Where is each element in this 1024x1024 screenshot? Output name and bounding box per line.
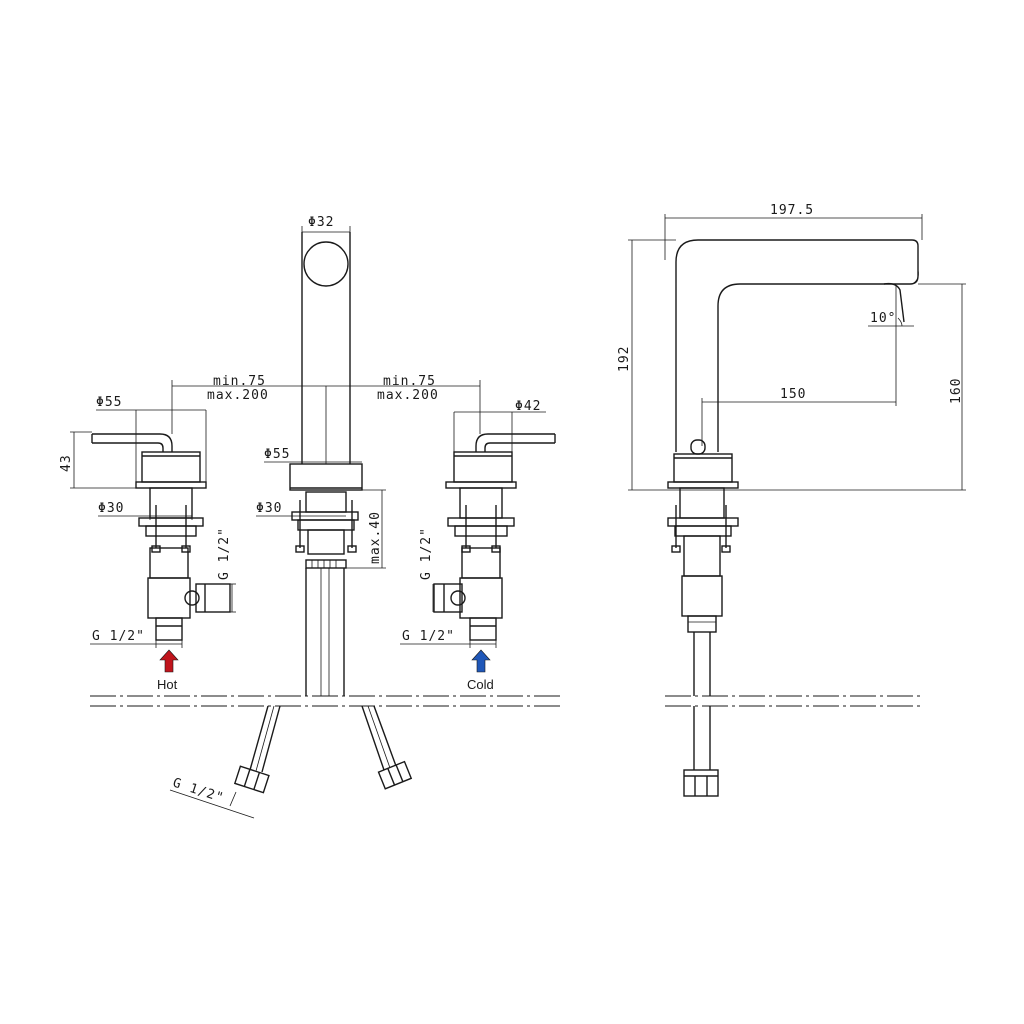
label-cold: Cold [467,677,494,692]
label-dia30-center: Φ30 [256,501,282,516]
label-dia32: Φ32 [308,215,334,230]
side-view-spout [667,239,919,797]
label-max200-right: max.200 [377,388,439,403]
label-g12-right-horiz: G 1/2" [402,629,455,644]
dimension-lines [70,214,966,819]
cold-arrow-icon [471,649,491,673]
label-min75-left: min.75 [213,374,266,389]
hot-arrow-icon [159,649,179,673]
label-dia55-left: Φ55 [96,395,122,410]
label-max200-left: max.200 [207,388,269,403]
label-angle10: 10° [870,311,896,326]
label-g12-right-vert: G 1/2" [419,527,434,580]
countertop-lines [90,695,922,707]
dimension-labels: Φ32 min.75 max.200 min.75 max.200 Φ55 Φ4… [59,203,964,806]
label-dia55-center: Φ55 [264,447,290,462]
label-h160: 160 [949,378,964,404]
label-min75-right: min.75 [383,374,436,389]
hot-valve [91,433,231,641]
label-h43: 43 [59,454,74,472]
label-dia42-right: Φ42 [515,399,541,414]
flex-hoses [233,705,413,794]
label-g12-left-vert: G 1/2" [217,527,232,580]
label-dia30-left: Φ30 [98,501,124,516]
center-spout [289,232,363,696]
label-g12-hose: G 1/2" [171,776,226,807]
label-max40: max.40 [368,511,383,564]
label-hot: Hot [157,677,178,692]
label-reach150: 150 [780,387,806,402]
label-h192: 192 [617,346,632,372]
label-w197-5: 197.5 [770,203,814,218]
cold-valve [433,433,556,641]
label-g12-left-horiz: G 1/2" [92,629,145,644]
